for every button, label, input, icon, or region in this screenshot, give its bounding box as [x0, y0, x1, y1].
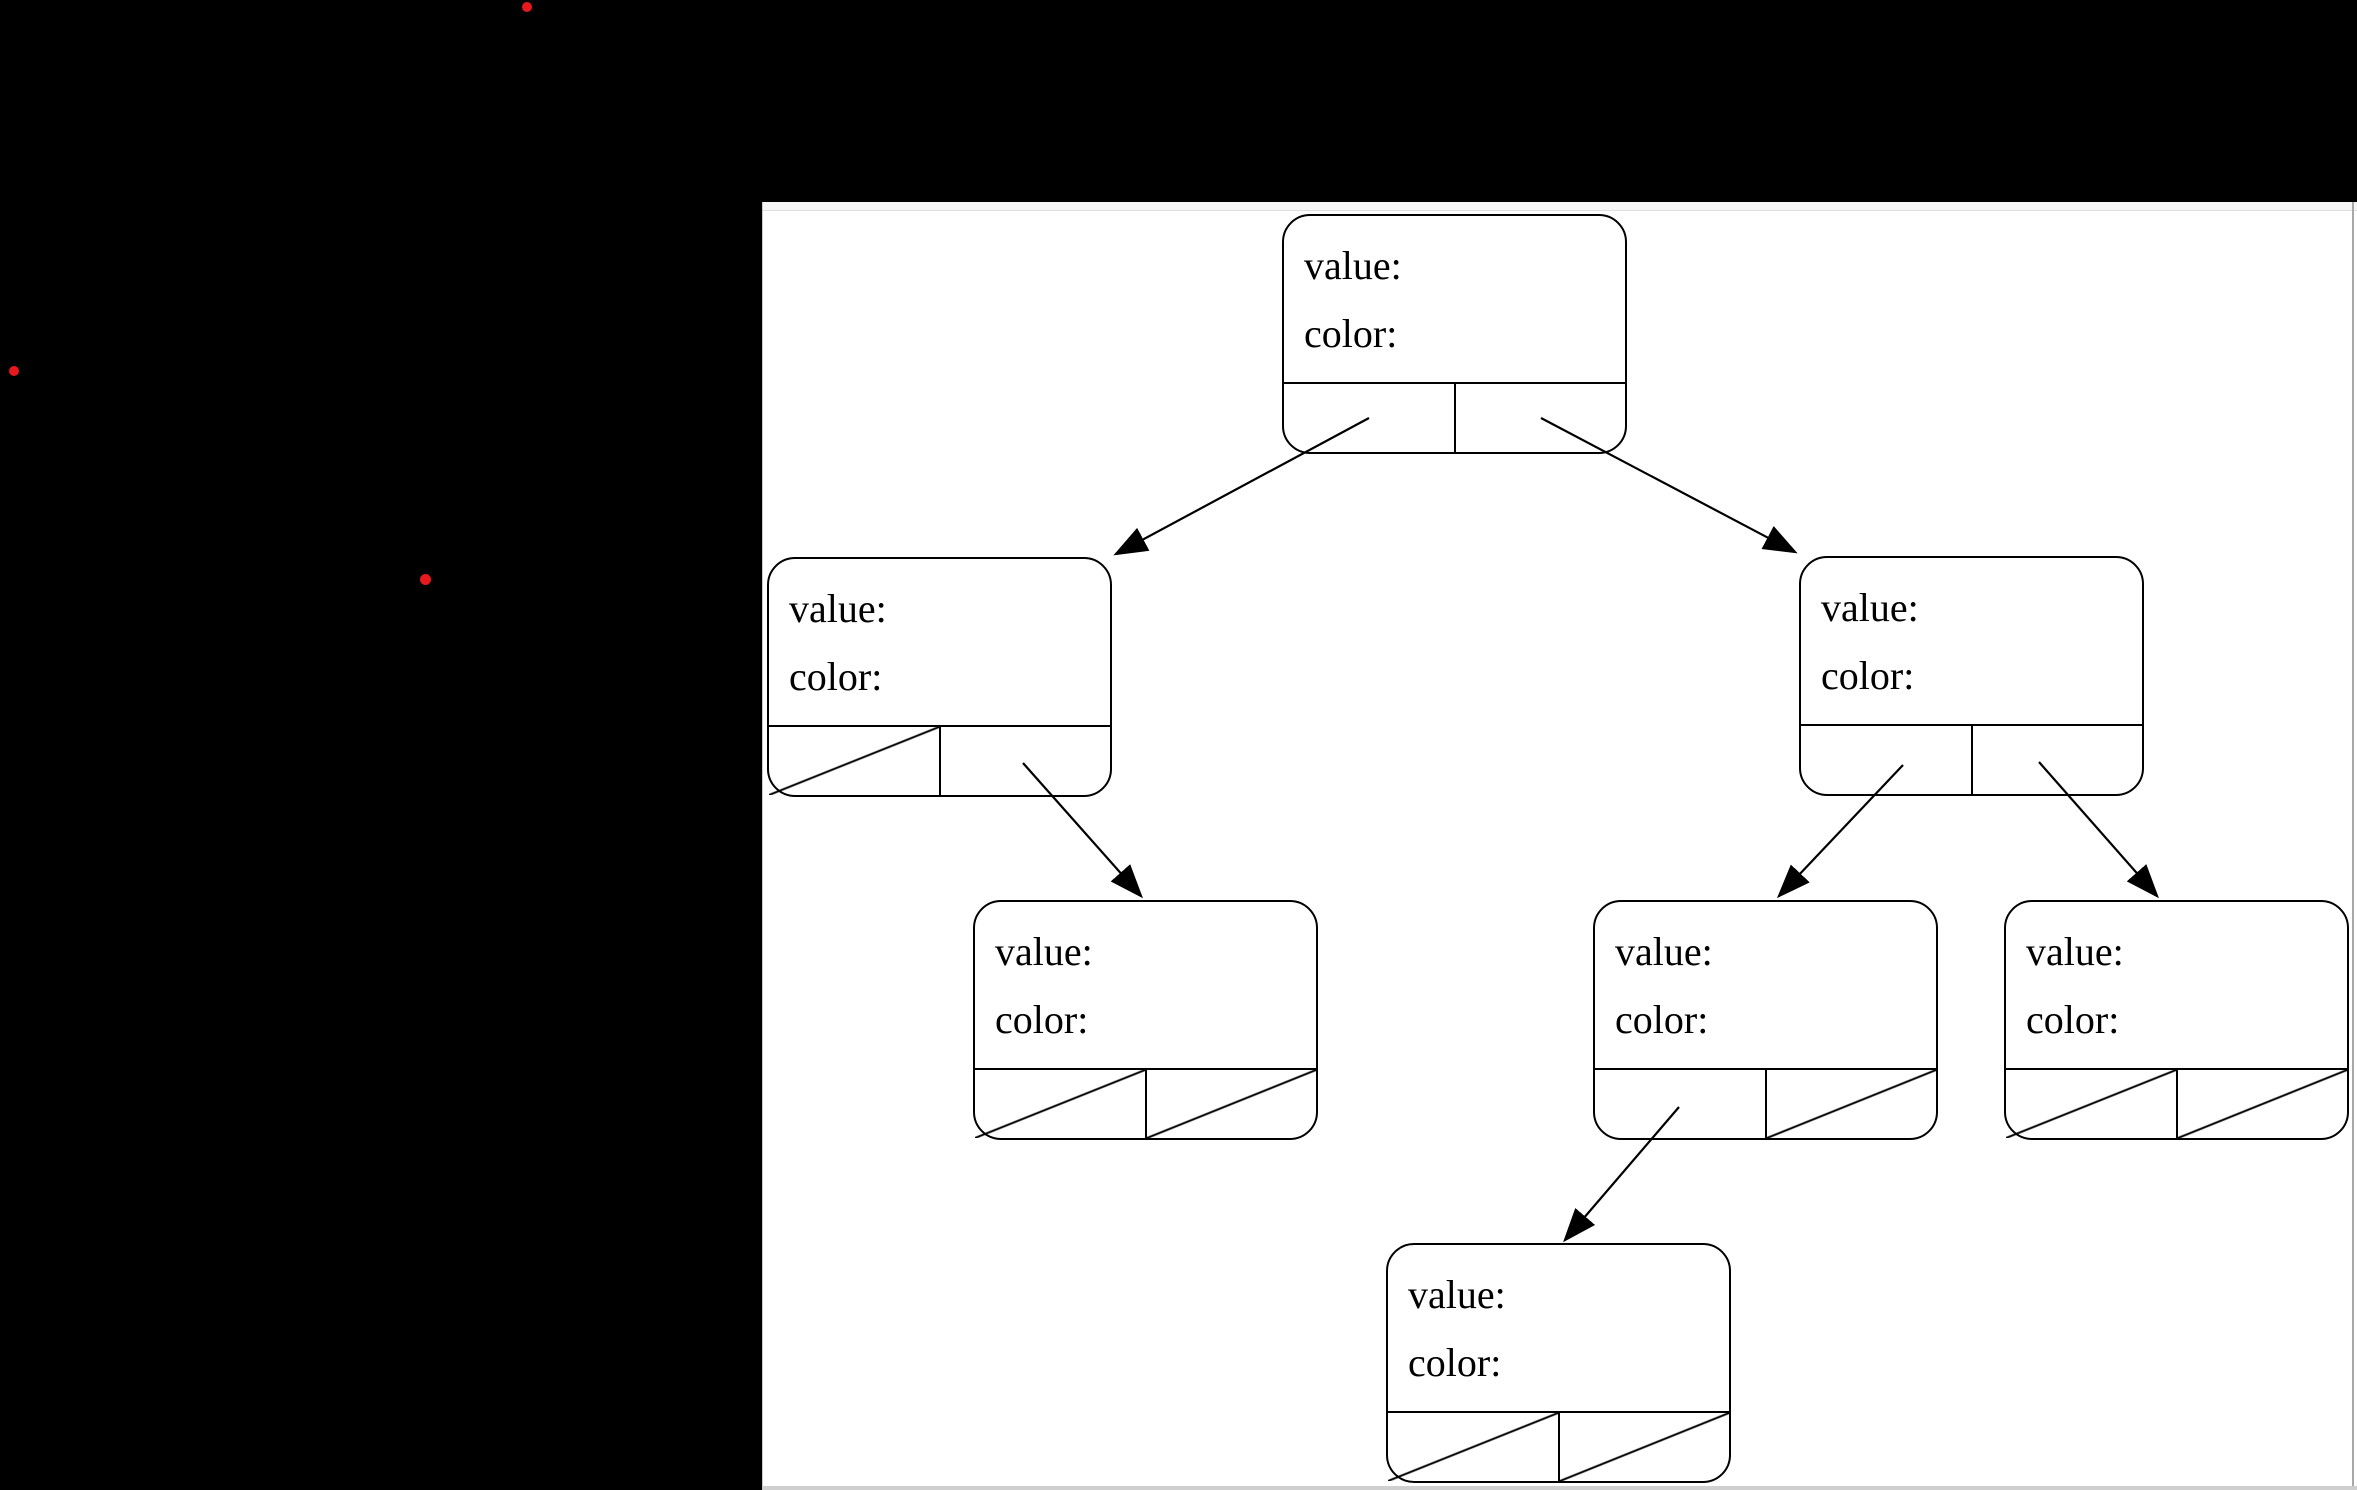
right-pointer-cell	[941, 727, 1111, 795]
value-label: value:	[1408, 1272, 1506, 1317]
tree-node-right-left-left-child[interactable]: value: color:	[1386, 1243, 1731, 1483]
color-label: color:	[1615, 997, 1709, 1042]
color-label: color:	[1821, 653, 1915, 698]
tree-node-left-right-child[interactable]: value: color:	[973, 900, 1318, 1140]
color-label: color:	[1408, 1340, 1502, 1385]
color-label: color:	[995, 997, 1089, 1042]
right-pointer-cell-null	[1146, 1070, 1316, 1138]
tree-node-right-left-child[interactable]: value: color:	[1593, 900, 1938, 1140]
left-pointer-cell-null	[1388, 1413, 1560, 1481]
left-pointer-cell	[1284, 384, 1456, 452]
left-pointer-cell-null	[2006, 1070, 2178, 1138]
right-pointer-cell	[1456, 384, 1626, 452]
right-pointer-cell-null	[1559, 1413, 1729, 1481]
color-label: color:	[1304, 311, 1398, 356]
red-dot	[420, 574, 431, 585]
right-pointer-cell-null	[2177, 1070, 2347, 1138]
color-label: color:	[789, 654, 883, 699]
pointer-row	[1595, 1068, 1936, 1138]
tree-node-root[interactable]: value: color:	[1282, 214, 1627, 454]
pointer-row	[2006, 1068, 2347, 1138]
canvas-bottom-edge	[763, 1486, 2357, 1490]
value-label: value:	[2026, 929, 2124, 974]
left-pointer-cell	[1801, 726, 1973, 794]
value-label: value:	[995, 929, 1093, 974]
value-label: value:	[1304, 243, 1402, 288]
left-pointer-cell-null	[975, 1070, 1147, 1138]
left-pointer-cell	[1595, 1070, 1767, 1138]
value-label: value:	[789, 586, 887, 631]
red-dot	[522, 2, 532, 12]
canvas-top-edge	[763, 202, 2357, 211]
right-pointer-cell-null	[1766, 1070, 1936, 1138]
tree-node-left-child[interactable]: value: color:	[767, 557, 1112, 797]
pointer-row	[1801, 724, 2142, 794]
canvas-right-edge	[2352, 202, 2354, 1490]
right-pointer-cell	[1973, 726, 2143, 794]
color-label: color:	[2026, 997, 2120, 1042]
pointer-row	[975, 1068, 1316, 1138]
pointer-row	[769, 725, 1110, 795]
left-pointer-cell-null	[769, 727, 941, 795]
red-dot	[9, 366, 19, 376]
drawing-canvas[interactable]: value: color: value: color: value: c	[762, 202, 2357, 1490]
tree-node-right-right-child[interactable]: value: color:	[2004, 900, 2349, 1140]
pointer-row	[1284, 382, 1625, 452]
value-label: value:	[1821, 585, 1919, 630]
pointer-row	[1388, 1411, 1729, 1481]
value-label: value:	[1615, 929, 1713, 974]
tree-node-right-child[interactable]: value: color:	[1799, 556, 2144, 796]
